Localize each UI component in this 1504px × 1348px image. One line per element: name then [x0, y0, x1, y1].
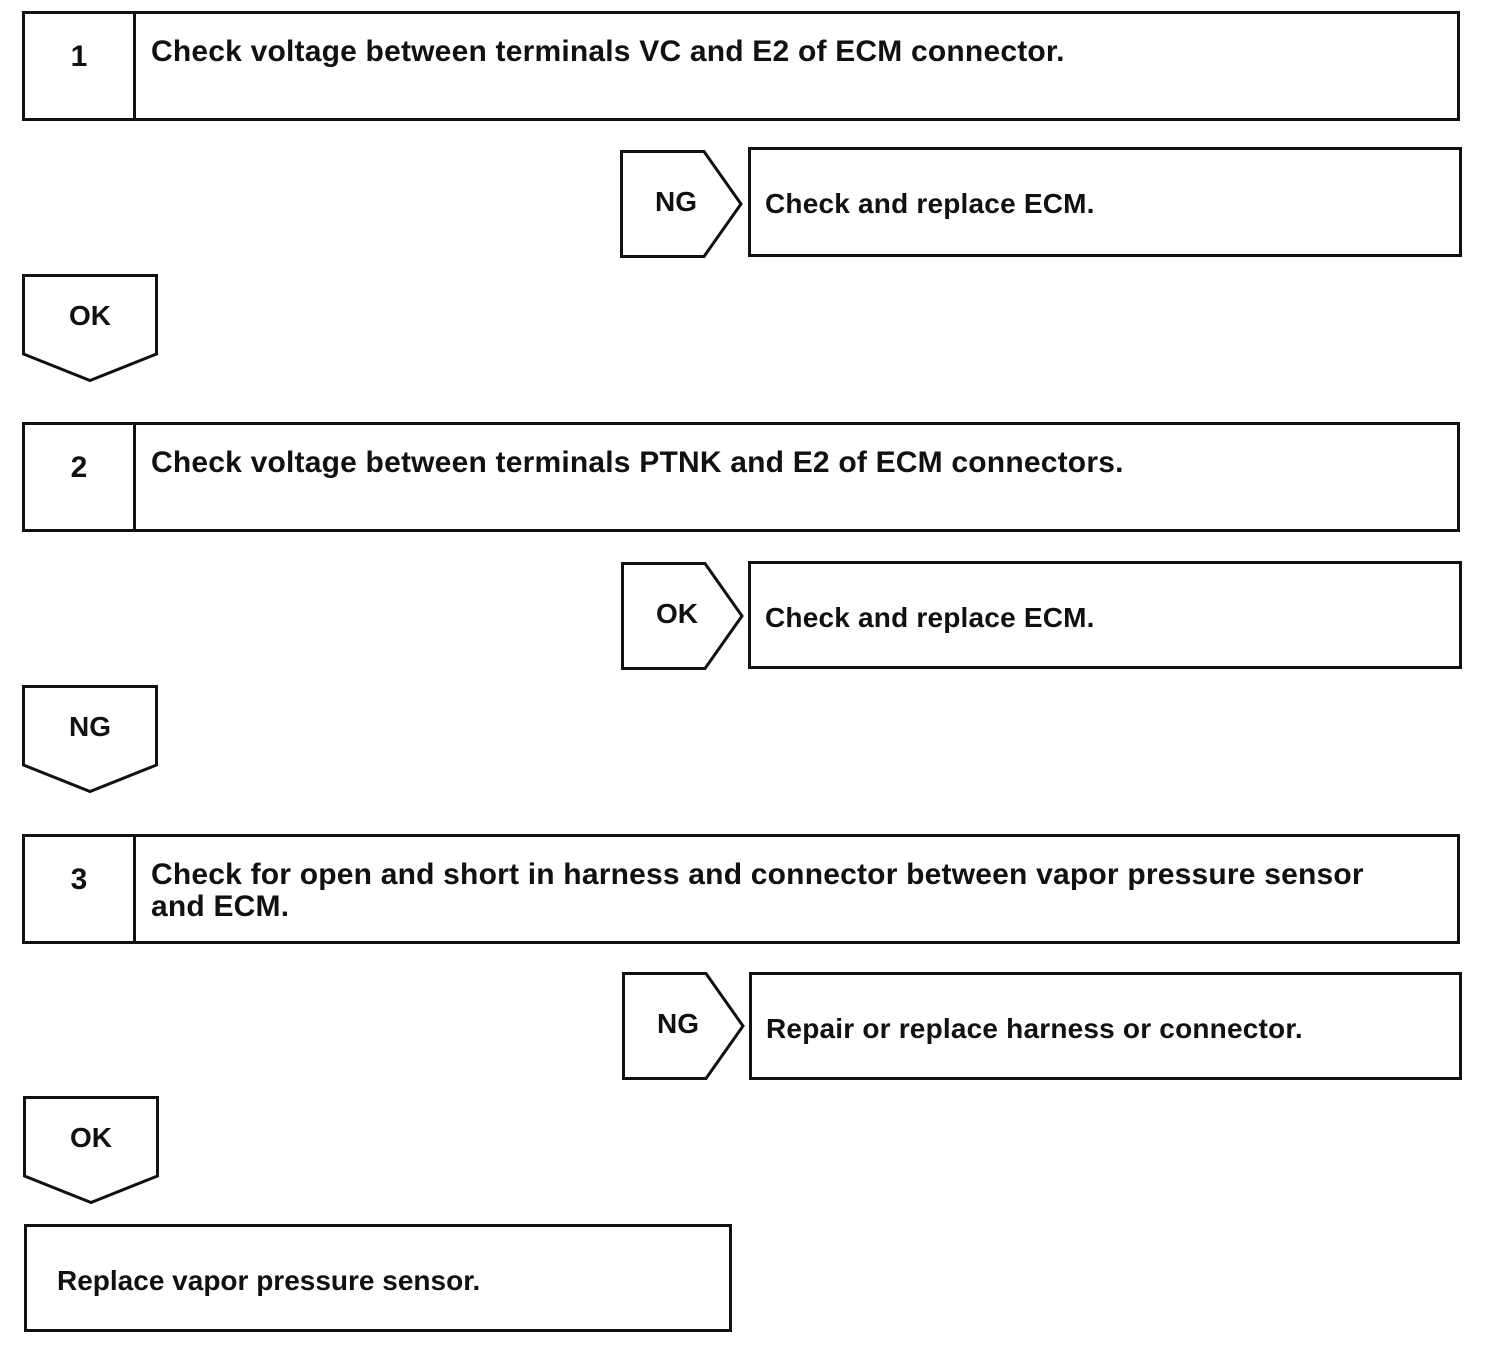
final-action-box: Replace vapor pressure sensor.	[24, 1224, 732, 1332]
step-2-number: 2	[25, 425, 136, 529]
step-2-branch-label: OK	[656, 598, 698, 629]
step-2-continue-label: NG	[69, 711, 111, 742]
branch-arrow-right-shape	[622, 972, 745, 1080]
step-2-branch-tag: OK	[621, 562, 745, 670]
step-1-result-box: Check and replace ECM.	[748, 147, 1462, 257]
step-2-continue-tag: NG	[22, 685, 158, 794]
step-1-continue-tag: OK	[22, 274, 158, 383]
step-3-branch-tag: NG	[622, 972, 746, 1080]
continue-arrow-down-shape	[22, 274, 158, 383]
step-3-result-text: Repair or replace harness or connector.	[766, 1013, 1303, 1044]
step-2-text: Check voltage between terminals PTNK and…	[151, 446, 1124, 479]
step-3-continue-tag: OK	[23, 1096, 159, 1205]
step-3-text: Check for open and short in harness and …	[151, 858, 1364, 923]
step-1-continue-label: OK	[69, 300, 111, 331]
continue-arrow-down-shape	[22, 685, 158, 794]
step-3-branch-label: NG	[657, 1008, 699, 1039]
step-1-box: 1 Check voltage between terminals VC and…	[22, 11, 1460, 121]
step-2-result-box: Check and replace ECM.	[748, 561, 1462, 669]
branch-arrow-right-shape	[621, 562, 744, 670]
step-3-continue-label: OK	[70, 1122, 112, 1153]
step-1-branch-tag: NG	[620, 150, 744, 258]
step-3-result-box: Repair or replace harness or connector.	[749, 972, 1462, 1080]
step-1-text: Check voltage between terminals VC and E…	[151, 35, 1065, 68]
step-1-result-text: Check and replace ECM.	[765, 188, 1095, 219]
final-action-text: Replace vapor pressure sensor.	[57, 1265, 481, 1296]
step-1-branch-label: NG	[655, 186, 697, 217]
step-3-box: 3 Check for open and short in harness an…	[22, 834, 1460, 944]
step-2-box: 2 Check voltage between terminals PTNK a…	[22, 422, 1460, 532]
step-3-number: 3	[25, 837, 136, 941]
continue-arrow-down-shape	[23, 1096, 159, 1205]
step-1-number: 1	[25, 14, 136, 118]
step-2-result-text: Check and replace ECM.	[765, 602, 1095, 633]
branch-arrow-right-shape	[620, 150, 743, 258]
